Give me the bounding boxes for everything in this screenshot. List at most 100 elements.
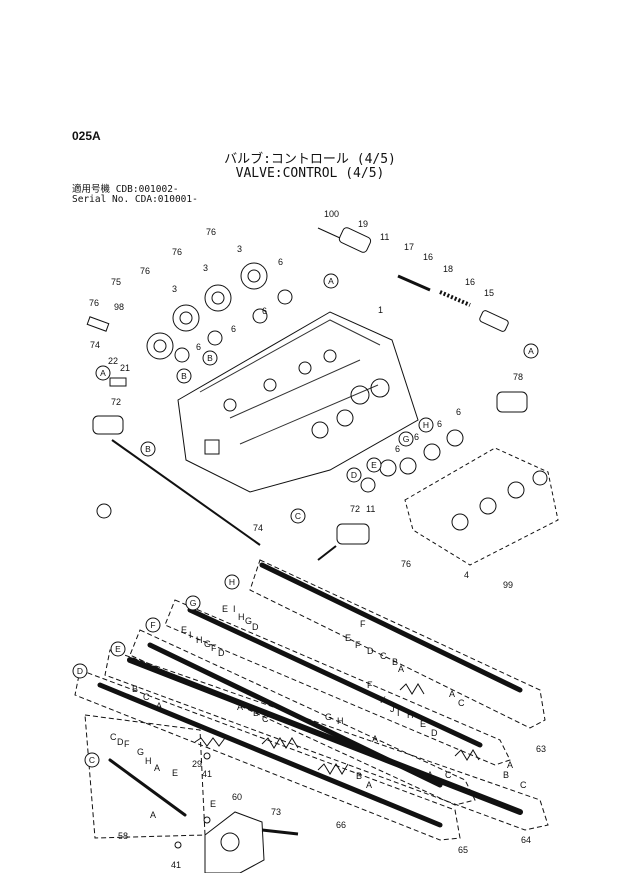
svg-text:C: C <box>110 732 117 742</box>
svg-text:C: C <box>445 770 452 780</box>
svg-text:76: 76 <box>206 227 216 237</box>
svg-text:A: A <box>398 664 404 674</box>
svg-text:C: C <box>380 651 387 661</box>
svg-text:F: F <box>355 640 361 650</box>
svg-text:H: H <box>423 420 429 430</box>
svg-text:11: 11 <box>366 504 375 514</box>
svg-text:A: A <box>328 276 334 286</box>
svg-text:78: 78 <box>513 372 523 382</box>
svg-text:C: C <box>458 698 465 708</box>
svg-text:B: B <box>392 657 398 667</box>
svg-text:D: D <box>367 646 374 656</box>
svg-text:100: 100 <box>324 209 339 219</box>
svg-text:D: D <box>252 622 259 632</box>
svg-text:A: A <box>237 702 243 712</box>
svg-text:G: G <box>190 598 197 608</box>
svg-text:A: A <box>507 760 513 770</box>
svg-text:76: 76 <box>89 298 99 308</box>
svg-text:72: 72 <box>350 504 360 514</box>
svg-text:E: E <box>210 799 216 809</box>
serial-english: Serial No. CDA:010001- <box>72 194 198 205</box>
svg-text:1: 1 <box>378 305 383 315</box>
svg-text:B: B <box>145 444 151 454</box>
serial-japanese: 適用号機 CDB:001002- <box>72 184 179 195</box>
svg-text:76: 76 <box>172 247 182 257</box>
svg-text:A: A <box>100 368 106 378</box>
svg-text:76: 76 <box>401 559 411 569</box>
svg-text:11: 11 <box>380 232 389 242</box>
svg-text:18: 18 <box>443 264 453 274</box>
svg-text:58: 58 <box>118 831 128 841</box>
svg-text:H: H <box>229 577 235 587</box>
svg-text:F: F <box>211 643 217 653</box>
title-japanese: バルブ:コントロール (4/5) <box>224 152 396 167</box>
svg-text:F: F <box>360 619 366 629</box>
svg-text:21: 21 <box>120 363 130 373</box>
svg-text:74: 74 <box>253 523 263 533</box>
svg-text:A: A <box>528 346 534 356</box>
svg-text:E: E <box>172 768 178 778</box>
svg-text:29: 29 <box>192 759 202 769</box>
svg-text:G: G <box>204 639 211 649</box>
svg-text:22: 22 <box>108 356 118 366</box>
valve-block-4 <box>404 447 559 566</box>
svg-text:3: 3 <box>237 244 242 254</box>
svg-text:B: B <box>132 684 138 694</box>
svg-text:I: I <box>233 604 236 614</box>
svg-text:16: 16 <box>465 277 475 287</box>
svg-text:E: E <box>222 604 228 614</box>
svg-text:3: 3 <box>203 263 208 273</box>
svg-text:6: 6 <box>395 444 400 454</box>
svg-text:16: 16 <box>423 252 433 262</box>
svg-text:41: 41 <box>171 860 181 870</box>
svg-text:F: F <box>124 739 130 749</box>
svg-text:65: 65 <box>458 845 468 855</box>
svg-text:G: G <box>245 616 252 626</box>
housing-60 <box>204 811 265 873</box>
svg-text:A: A <box>372 734 378 744</box>
svg-text:C: C <box>143 692 150 702</box>
svg-text:75: 75 <box>111 277 121 287</box>
svg-text:B: B <box>207 353 213 363</box>
svg-text:C: C <box>262 714 269 724</box>
svg-text:6: 6 <box>414 432 419 442</box>
svg-text:G: G <box>137 747 144 757</box>
svg-text:60: 60 <box>232 792 242 802</box>
svg-text:D: D <box>77 666 83 676</box>
svg-text:D: D <box>218 648 225 658</box>
svg-text:D: D <box>351 470 357 480</box>
callout-letters: A A B A B B H G E D C H G F E D C <box>77 276 534 765</box>
svg-text:I: I <box>189 630 192 640</box>
svg-text:H: H <box>337 716 344 726</box>
svg-text:B: B <box>181 371 187 381</box>
svg-text:19: 19 <box>358 219 368 229</box>
svg-text:6: 6 <box>196 342 201 352</box>
svg-text:G: G <box>325 712 332 722</box>
svg-text:A: A <box>154 763 160 773</box>
svg-text:E: E <box>345 633 351 643</box>
svg-text:6: 6 <box>278 257 283 267</box>
svg-text:66: 66 <box>336 820 346 830</box>
page-code: 025A <box>72 129 101 143</box>
svg-text:E: E <box>371 460 377 470</box>
svg-text:H: H <box>145 756 152 766</box>
svg-text:6: 6 <box>231 324 236 334</box>
svg-text:3: 3 <box>172 284 177 294</box>
svg-text:D: D <box>431 728 438 738</box>
svg-text:J: J <box>390 704 395 714</box>
svg-text:B: B <box>503 770 509 780</box>
svg-text:E: E <box>181 625 187 635</box>
svg-text:I: I <box>397 708 400 718</box>
svg-text:D: D <box>117 737 124 747</box>
svg-text:A: A <box>150 810 156 820</box>
svg-text:4: 4 <box>464 570 469 580</box>
title-english: VALVE:CONTROL (4/5) <box>235 166 385 181</box>
svg-text:H: H <box>238 612 245 622</box>
svg-text:72: 72 <box>111 397 121 407</box>
svg-text:6: 6 <box>262 306 267 316</box>
svg-text:H: H <box>196 635 203 645</box>
svg-text:C: C <box>295 511 301 521</box>
svg-text:99: 99 <box>503 580 513 590</box>
